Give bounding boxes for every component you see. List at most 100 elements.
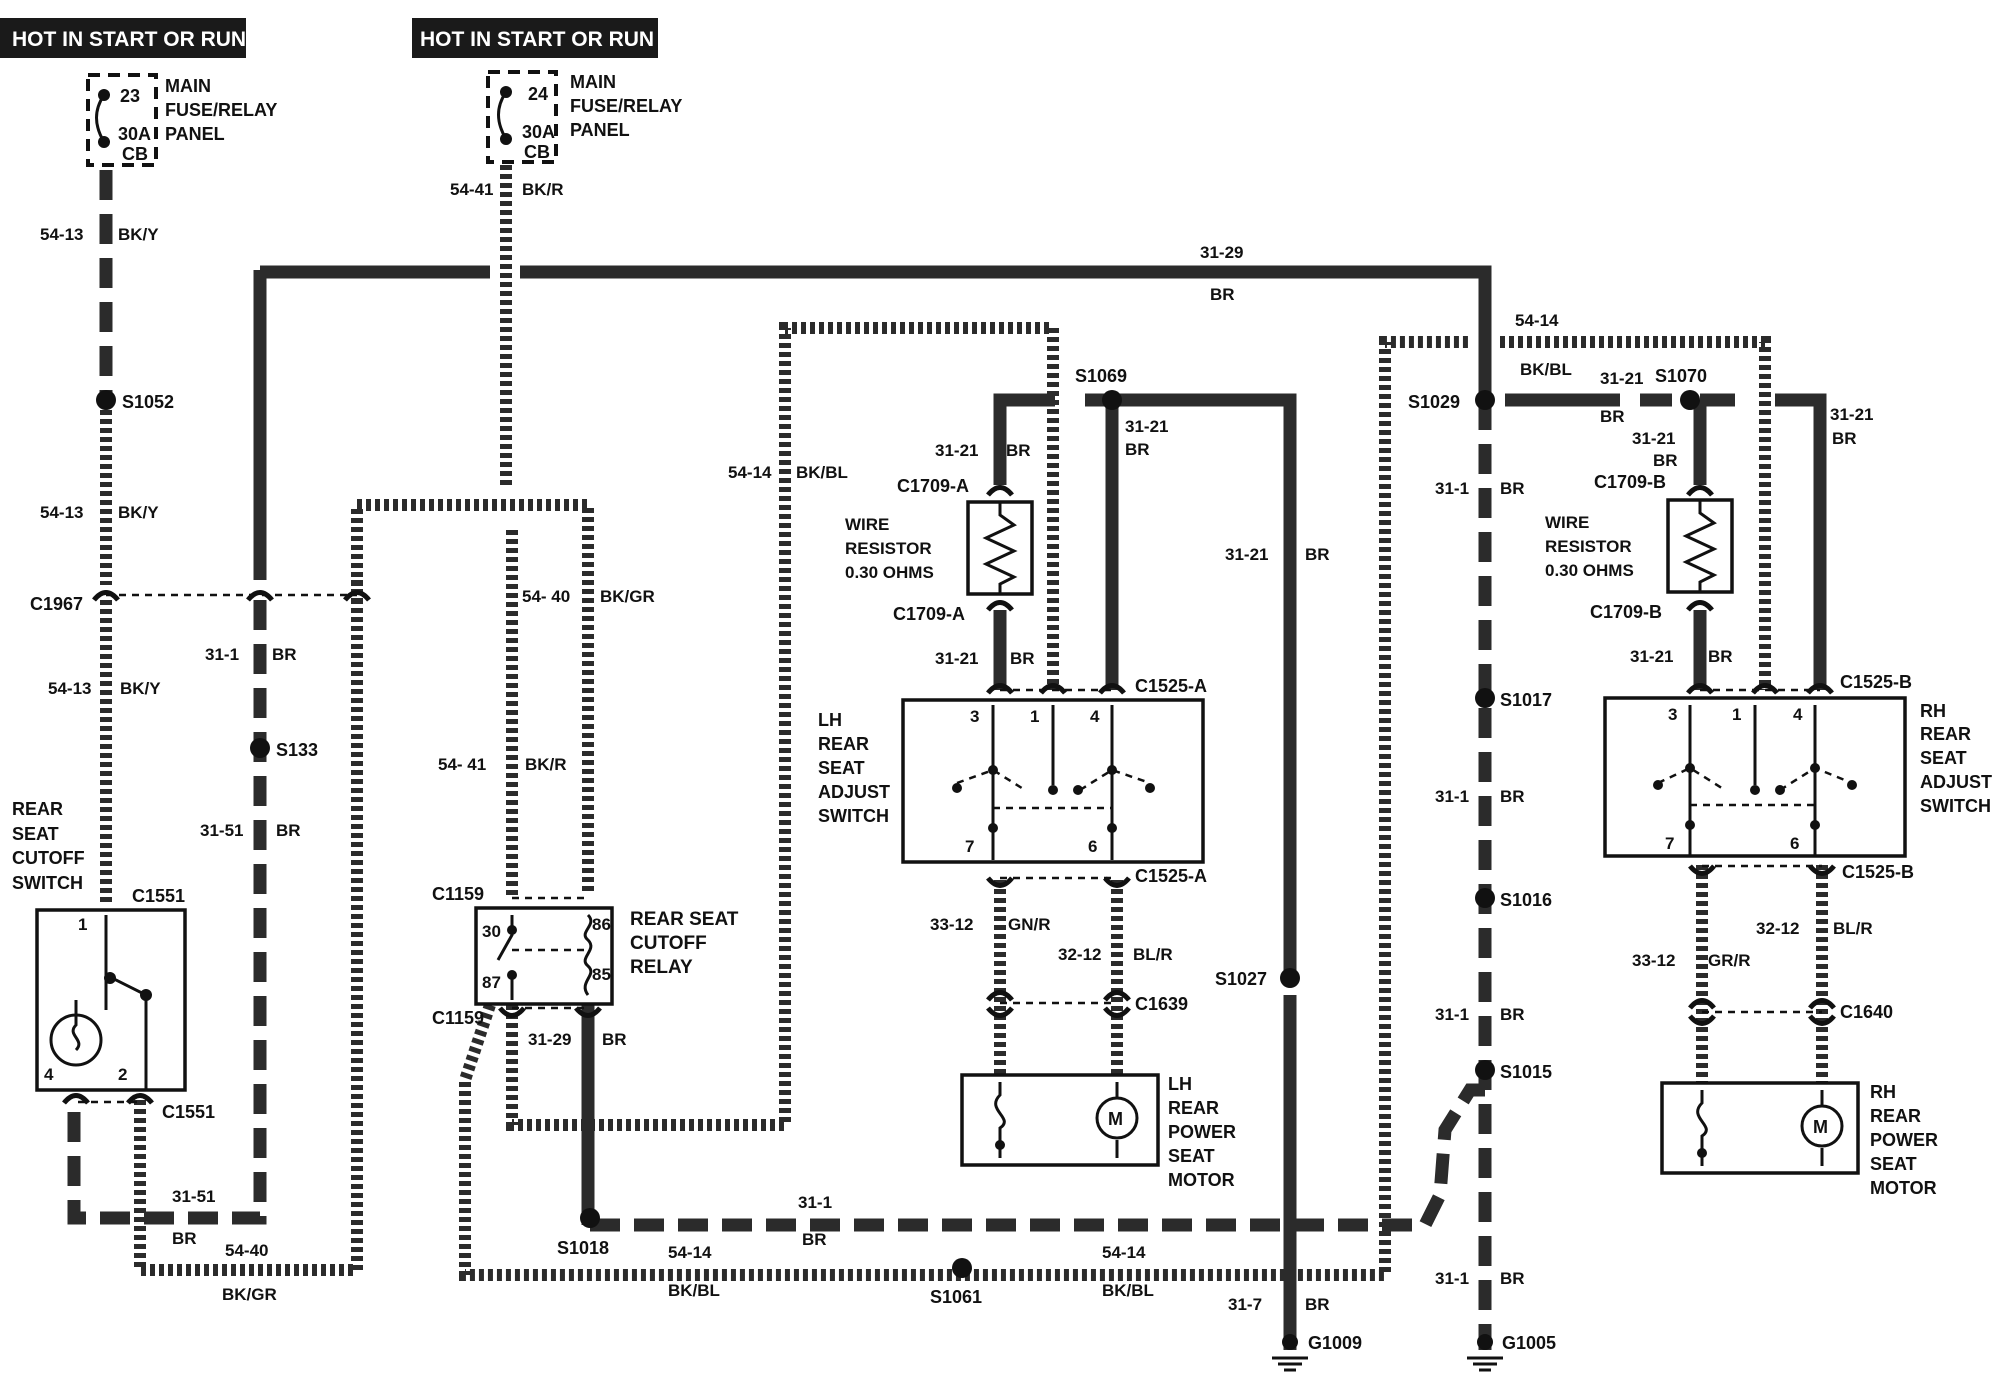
title-banner-left bbox=[0, 18, 246, 58]
lh-rear-power-seat-motor-box bbox=[960, 1073, 1160, 1167]
rh-resistor-label-3: 0.30 OHMS bbox=[1545, 561, 1634, 580]
relay-pin-86: 86 bbox=[592, 915, 611, 934]
rh-switch-label-4: ADJUST bbox=[1920, 772, 1992, 792]
wire-label-circuit: 32-12 bbox=[1756, 919, 1799, 938]
rear-seat-cutoff-switch-box bbox=[35, 908, 187, 1092]
lh-motor-label-1: LH bbox=[1168, 1074, 1192, 1094]
bottom-label-br-2: BR bbox=[802, 1230, 827, 1249]
wire-31-29-top bbox=[260, 265, 1492, 395]
lh-switch-pin-1: 1 bbox=[1030, 707, 1039, 726]
cutoff-switch-label-3: CUTOFF bbox=[12, 848, 85, 868]
splice-s1018: S1018 bbox=[557, 1238, 609, 1258]
panel-label-left-3: PANEL bbox=[165, 124, 225, 144]
wire-label-circuit: 54-14 bbox=[728, 463, 772, 482]
wire-label-color: BK/Y bbox=[120, 679, 161, 698]
wire-label-circuit: 54-13 bbox=[40, 503, 83, 522]
connector-c1709-a-top: C1709-A bbox=[897, 476, 969, 496]
wire-label-circuit: 54- 40 bbox=[522, 587, 570, 606]
bottom-label-54-40: 54-40 bbox=[225, 1241, 268, 1260]
wire-label-color: BK/R bbox=[522, 180, 564, 199]
relay-contact-87 bbox=[507, 970, 517, 980]
wire-label-circuit: 33-12 bbox=[930, 915, 973, 934]
wire-54-14-bottom bbox=[459, 336, 1470, 1281]
rh-resistor-zigzag bbox=[1682, 500, 1718, 592]
connector-c1525-b-top: C1525-B bbox=[1840, 672, 1912, 692]
bottom-label-31-51: 31-51 bbox=[172, 1187, 215, 1206]
connector-c1709-a-bottom: C1709-A bbox=[893, 604, 965, 624]
fuse-terminal-left-top bbox=[98, 89, 110, 101]
wire-label-color: BR bbox=[1500, 1269, 1525, 1288]
wire-label-circuit: 31-21 bbox=[935, 441, 978, 460]
fuse-type-right: CB bbox=[524, 142, 550, 162]
wire-label-color: BR bbox=[1500, 1005, 1525, 1024]
lh-motor-label-3: POWER bbox=[1168, 1122, 1236, 1142]
wire-label-color: BK/Y bbox=[118, 503, 159, 522]
wire-label-circuit: 31-51 bbox=[200, 821, 243, 840]
bottom-label-54-14-a: 54-14 bbox=[668, 1243, 712, 1262]
lh-resistor-label-2: RESISTOR bbox=[845, 539, 932, 558]
wire-label-color: BR bbox=[602, 1030, 627, 1049]
rh-switch-label-3: SEAT bbox=[1920, 748, 1967, 768]
lh-motor-internal-wire bbox=[994, 1082, 1119, 1158]
wire-label-color: BR bbox=[1305, 1295, 1330, 1314]
wire-label-color: BR bbox=[272, 645, 297, 664]
lh-motor-m: M bbox=[1108, 1109, 1123, 1129]
wire-label-circuit: 31-1 bbox=[1435, 1269, 1469, 1288]
wire-label-color: BL/R bbox=[1833, 919, 1873, 938]
wire-label-circuit: 54- 41 bbox=[438, 755, 486, 774]
connector-c1551-bottom: C1551 bbox=[162, 1102, 215, 1122]
cutoff-pin-4: 4 bbox=[44, 1065, 54, 1084]
wire-label-color: BK/BL bbox=[796, 463, 848, 482]
wire-label-color: BR bbox=[276, 821, 301, 840]
rh-switch-pin-4: 4 bbox=[1793, 705, 1803, 724]
lh-switch-pin-7: 7 bbox=[965, 837, 974, 856]
wire-label-color: BR bbox=[1006, 441, 1031, 460]
rh-motor-label-1: RH bbox=[1870, 1082, 1896, 1102]
bottom-label-br-1: BR bbox=[172, 1229, 197, 1248]
relay-coil bbox=[583, 913, 593, 996]
wire-label-circuit: 31-7 bbox=[1228, 1295, 1262, 1314]
lh-switch-pin-6: 6 bbox=[1088, 837, 1097, 856]
wire-label-color: BR bbox=[1125, 440, 1150, 459]
ground-symbol-g1005 bbox=[1467, 1334, 1503, 1372]
wire-label-color: BR bbox=[1653, 451, 1678, 470]
rear-seat-cutoff-relay-box bbox=[474, 906, 614, 1006]
wire-label-circuit: 31-1 bbox=[205, 645, 239, 664]
wire-label-circuit: 31-29 bbox=[1200, 243, 1243, 262]
rh-motor-m: M bbox=[1813, 1117, 1828, 1137]
splice-s1015: S1015 bbox=[1500, 1062, 1552, 1082]
wire-label-color: BR bbox=[1010, 649, 1035, 668]
title-left: HOT IN START OR RUN bbox=[12, 28, 246, 51]
lh-switch-internals bbox=[952, 705, 1155, 860]
splice-dots bbox=[96, 390, 1700, 1278]
fuse-terminal-right-top bbox=[500, 86, 512, 98]
rh-rear-power-seat-motor-box bbox=[1660, 1081, 1860, 1175]
cutoff-switch-actuator-spring bbox=[71, 1000, 81, 1052]
connector-c1551-top: C1551 bbox=[132, 886, 185, 906]
relay-label-1: REAR SEAT bbox=[630, 909, 739, 930]
wire-label-circuit: 54-14 bbox=[1515, 311, 1559, 330]
bottom-label-bk-bl-a: BK/BL bbox=[668, 1281, 720, 1300]
wire-54-40-bottom bbox=[134, 499, 594, 1276]
connector-c1159-top: C1159 bbox=[432, 884, 484, 904]
rh-switch-label-1: RH bbox=[1920, 701, 1946, 721]
wire-label-color: GR/R bbox=[1708, 951, 1751, 970]
wire-label-circuit: 31-1 bbox=[1435, 1005, 1469, 1024]
rh-motor-label-2: REAR bbox=[1870, 1106, 1921, 1126]
wire-31-51 bbox=[67, 600, 267, 1225]
wire-label-color: BR bbox=[1600, 407, 1625, 426]
cutoff-switch-label-2: SEAT bbox=[12, 824, 59, 844]
splice-s1016: S1016 bbox=[1500, 890, 1552, 910]
lh-switch-pin-4: 4 bbox=[1090, 707, 1100, 726]
panel-label-right-3: PANEL bbox=[570, 120, 630, 140]
bottom-label-bk-gr: BK/GR bbox=[222, 1285, 277, 1304]
lh-motor-terminal bbox=[995, 1140, 1005, 1150]
wire-label-color: BR bbox=[1210, 285, 1235, 304]
rh-switch-label-2: REAR bbox=[1920, 724, 1971, 744]
title-banner-right bbox=[412, 18, 658, 58]
connector-c1967: C1967 bbox=[30, 594, 83, 614]
rh-motor-label-5: MOTOR bbox=[1870, 1178, 1937, 1198]
connector-c1709-b-bottom: C1709-B bbox=[1590, 602, 1662, 622]
wire-label-color: BL/R bbox=[1133, 945, 1173, 964]
ground-g1005: G1005 bbox=[1502, 1333, 1556, 1353]
